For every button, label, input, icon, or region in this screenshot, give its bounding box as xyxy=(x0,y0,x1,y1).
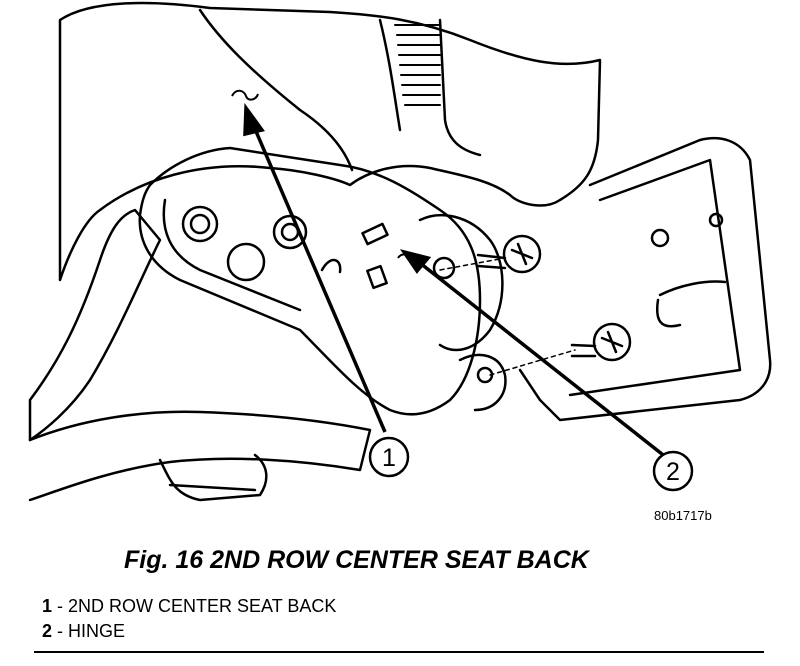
hinge-arm-plate xyxy=(138,146,482,416)
bolt-1 xyxy=(476,234,542,274)
seat-frame-rail xyxy=(28,208,162,442)
seat-back-seam xyxy=(378,18,402,132)
svg-text:1: 1 xyxy=(382,444,396,472)
hinge-pivot-housing xyxy=(418,213,504,352)
svg-text:2: 2 xyxy=(666,458,680,486)
callout-2: 2 xyxy=(652,450,694,492)
seat-back-fold-line xyxy=(198,8,354,172)
hinge-tab xyxy=(361,222,389,246)
seat-cushion-lower xyxy=(28,410,372,502)
seat-back-pointer-mark xyxy=(231,89,259,101)
legend-number: 1 xyxy=(42,596,53,616)
bracket-hole-2 xyxy=(708,212,724,228)
leader-line-2 xyxy=(418,261,669,460)
hinge-bushing-1 xyxy=(181,205,219,243)
hinge-bushing-2 xyxy=(226,242,266,282)
callout-1: 1 xyxy=(368,436,410,478)
seat-back-edge xyxy=(438,18,482,157)
legend: 1 - 2ND ROW CENTER SEAT BACK 2 - HINGE xyxy=(42,594,336,644)
bracket-slot xyxy=(656,280,727,328)
mounting-bracket xyxy=(518,136,772,422)
bolt-alignment-line xyxy=(439,257,576,376)
bolt-2 xyxy=(570,322,632,362)
hinge-pointer-mark xyxy=(397,253,413,261)
leader-arrow-1 xyxy=(243,102,265,137)
seat-back-cushion-outline xyxy=(58,1,602,282)
bottom-rule xyxy=(34,651,764,653)
figure-caption: Fig. 16 2ND ROW CENTER SEAT BACK xyxy=(124,546,589,574)
hinge-bushing-3 xyxy=(272,214,308,250)
seat-back-ribbing xyxy=(394,24,441,106)
legend-text: - HINGE xyxy=(52,621,126,641)
legend-number: 2 xyxy=(42,621,53,641)
legend-item-1: 1 - 2ND ROW CENTER SEAT BACK xyxy=(42,594,336,619)
legend-text: - 2ND ROW CENTER SEAT BACK xyxy=(52,596,337,616)
figure-identifier: 80b1717b xyxy=(654,508,712,523)
bracket-hole-1 xyxy=(650,228,670,248)
leader-line-1 xyxy=(250,121,387,433)
legend-item-2: 2 - HINGE xyxy=(42,619,336,644)
seat-lower-bracket xyxy=(158,453,268,502)
seat-hinge-illustration: 1 2 80b1717b xyxy=(28,1,772,523)
